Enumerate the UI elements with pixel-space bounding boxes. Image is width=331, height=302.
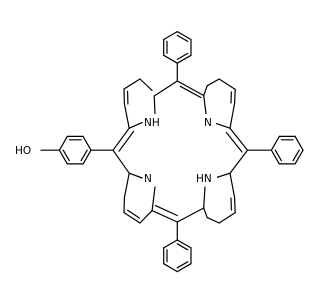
bond: [123, 212, 141, 224]
bond: [58, 149, 68, 165]
bond: [176, 34, 189, 43]
bond: [80, 149, 88, 162]
pyrrole-hn-bottom: HN: [195, 171, 217, 185]
nh-top-label: NH: [144, 117, 160, 129]
hn-bottom-label: HN: [196, 173, 212, 185]
bond: [203, 207, 208, 219]
bond: [270, 135, 280, 151]
bond-layer: [40, 31, 304, 273]
bond: [128, 121, 143, 129]
bond: [163, 263, 178, 273]
bond: [229, 127, 249, 151]
bond: [151, 210, 178, 223]
bond: [176, 54, 192, 64]
bond: [176, 243, 189, 251]
label-backdrop: [143, 171, 156, 185]
bond: [176, 263, 192, 273]
bond: [234, 197, 236, 214]
bond: [153, 95, 156, 115]
bond: [203, 186, 206, 209]
bond: [215, 122, 231, 129]
hydroxyl-label: HO: [15, 145, 31, 157]
bond: [234, 88, 236, 104]
bond: [176, 80, 205, 97]
label-backdrop: [143, 115, 165, 129]
bond: [292, 149, 300, 162]
label-backdrop: [14, 143, 40, 157]
bond: [218, 78, 236, 91]
pyrrole-nh-top: NH: [143, 115, 165, 129]
n-left-label: N: [144, 173, 152, 185]
bond: [58, 135, 68, 151]
bond: [128, 172, 143, 179]
bond: [203, 85, 208, 97]
bond: [153, 80, 178, 97]
bond: [126, 209, 141, 219]
bond: [176, 207, 205, 223]
bond: [203, 94, 207, 115]
bond: [82, 149, 92, 165]
bond: [163, 239, 178, 249]
bond: [123, 103, 130, 129]
label-backdrop: [195, 171, 217, 185]
bond: [218, 212, 236, 224]
bond: [229, 102, 236, 129]
atom-label-layer: HO NH N N HN: [14, 115, 217, 185]
hydroxyl-group: HO: [14, 143, 40, 157]
bond: [225, 131, 243, 153]
label-backdrop: [203, 115, 216, 129]
bond: [294, 135, 304, 151]
bond: [154, 205, 178, 217]
bond: [206, 78, 220, 87]
bond: [270, 149, 280, 165]
bond: [82, 135, 92, 151]
bond: [118, 130, 135, 152]
bond: [229, 172, 236, 199]
bond: [214, 172, 231, 179]
bond: [294, 149, 304, 165]
n-right-label: N: [204, 117, 212, 129]
bond: [274, 149, 282, 162]
bond: [176, 52, 189, 61]
bond: [151, 186, 156, 212]
bond: [163, 31, 178, 41]
bond: [176, 239, 192, 249]
bond: [123, 78, 141, 90]
bond: [139, 210, 153, 224]
bond: [123, 172, 130, 199]
bond: [139, 78, 153, 92]
bond: [176, 261, 189, 269]
bond: [229, 149, 249, 174]
bond: [112, 127, 130, 151]
bond: [62, 149, 70, 162]
pyrrole-n-left: N: [143, 171, 156, 185]
bond: [163, 54, 178, 64]
bond: [179, 85, 202, 99]
bond: [176, 31, 192, 41]
pyrrole-n-right: N: [203, 115, 216, 129]
bond: [112, 149, 130, 174]
bond: [206, 217, 220, 224]
